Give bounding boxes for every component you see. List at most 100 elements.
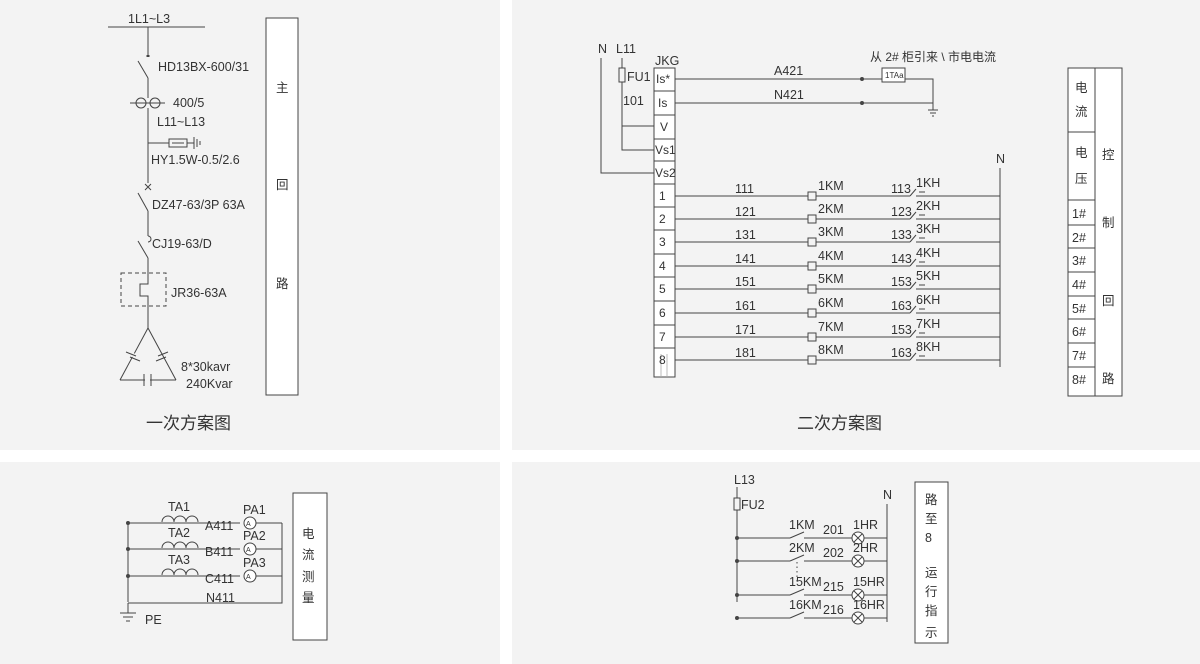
contactor-coil-icon [807,308,817,318]
breaker-blade [137,60,149,79]
terminal-number: 6 [659,306,666,320]
wire-label: 121 [735,205,756,219]
secondary-caption: 二次方案图 [797,414,882,433]
ct-label: TA2 [168,526,190,540]
lamp-label: 2HR [853,541,878,555]
km-contact-icon [789,611,852,619]
contactor-label: 1KM [818,179,844,193]
side-left-label: 3# [1072,254,1086,268]
contactor-coil-icon [807,355,817,365]
wire-label: 163 [891,299,912,313]
terminal-number: 2 [659,212,666,226]
pe-label: PE [145,613,162,627]
wire-label: 153 [891,275,912,289]
km-label: 1KM [789,518,815,532]
contactor-coil-icon [807,191,817,201]
side-left-label: 1# [1072,207,1086,221]
side-left-label: 2# [1072,231,1086,245]
surge-arrester-icon [148,137,201,149]
km-label: 2KM [789,541,815,555]
side-left-label: 流 [1075,105,1088,119]
capacitor-bank-icon [119,327,177,386]
thermal-contact-icon [909,305,932,314]
ct-label: 400/5 [173,96,204,110]
km-contact-icon [789,554,852,562]
n-right-label: N [996,152,1005,166]
wire-label: 171 [735,323,756,337]
ct-label: TA1 [168,500,190,514]
side-box-char: 流 [302,548,315,562]
measure-side-box [292,492,328,641]
km-contact-icon [789,531,852,539]
terminal-number: 5 [659,282,666,296]
ammeter-symbol: A [246,547,251,554]
thermal-relay-label: 4KH [916,246,940,260]
side-box-char: 运 [925,566,938,580]
wire-label: 153 [891,323,912,337]
controller-terminal-block [653,67,676,378]
fuse-fu1-icon [618,67,626,83]
wire-label: 151 [735,275,756,289]
mcb-label: DZ47-63/3P 63A [152,198,246,212]
side-left-label: 8# [1072,373,1086,387]
side-right-label: 回 [1102,294,1115,308]
l11-label: L11 [616,42,636,56]
thermal-relay-label: 1KH [916,176,940,190]
side-box-char: 行 [925,585,938,599]
ct-label: TA3 [168,553,190,567]
contactor-label: 5KM [818,272,844,286]
terminal-number: 3 [659,235,666,249]
ammeter-label: PA1 [243,503,266,517]
fuse-fu2-label: FU2 [741,498,765,512]
side-left-label: 4# [1072,278,1086,292]
side-box-char: 示 [925,626,938,640]
thermal-contact-icon [909,352,932,361]
side-left-label: 7# [1072,349,1086,363]
side-box-char: 主 [276,81,289,95]
wire-label: 123 [891,205,912,219]
phase-wire-label: A411 [205,519,233,533]
thermal-relay-box [120,272,167,307]
wire-101-label: 101 [623,94,644,108]
mcb-blade [137,192,149,212]
side-left-label: 压 [1075,172,1088,186]
wire-label: 163 [891,346,912,360]
ct-coil-icon [161,515,199,523]
wire-label: 143 [891,252,912,266]
cap-label-2: 240Kvar [186,377,233,391]
side-right-label: 制 [1102,216,1115,230]
contactor-coil-icon [807,261,817,271]
side-left-label: 电 [1075,81,1088,95]
l13-label: L13 [734,473,755,487]
current-transformer-icon [130,97,165,109]
terminal-number: 8 [659,353,666,367]
wire-label: 215 [823,580,844,594]
side-box-char: 8 [925,531,932,545]
bus-label: 1L1~L3 [128,12,170,26]
wire-label: 216 [823,603,844,617]
n-label: N [598,42,607,56]
contactor-coil-icon [807,214,817,224]
input-label: Is [658,96,667,110]
ct-note: 从 2# 柜引来 \ 市电电流 [870,49,996,64]
contactor-label: CJ19-63/D [152,237,212,251]
fuse-label: FU1 [627,70,651,84]
line-label: L11~L13 [157,115,205,129]
contactor-label: 2KM [818,202,844,216]
primary-caption: 一次方案图 [146,414,231,433]
km-contact-icon [789,588,852,596]
input-label: Vs2 [655,166,676,180]
wire-label: 131 [735,228,756,242]
terminal-number: 4 [659,259,666,273]
side-left-label: 5# [1072,302,1086,316]
